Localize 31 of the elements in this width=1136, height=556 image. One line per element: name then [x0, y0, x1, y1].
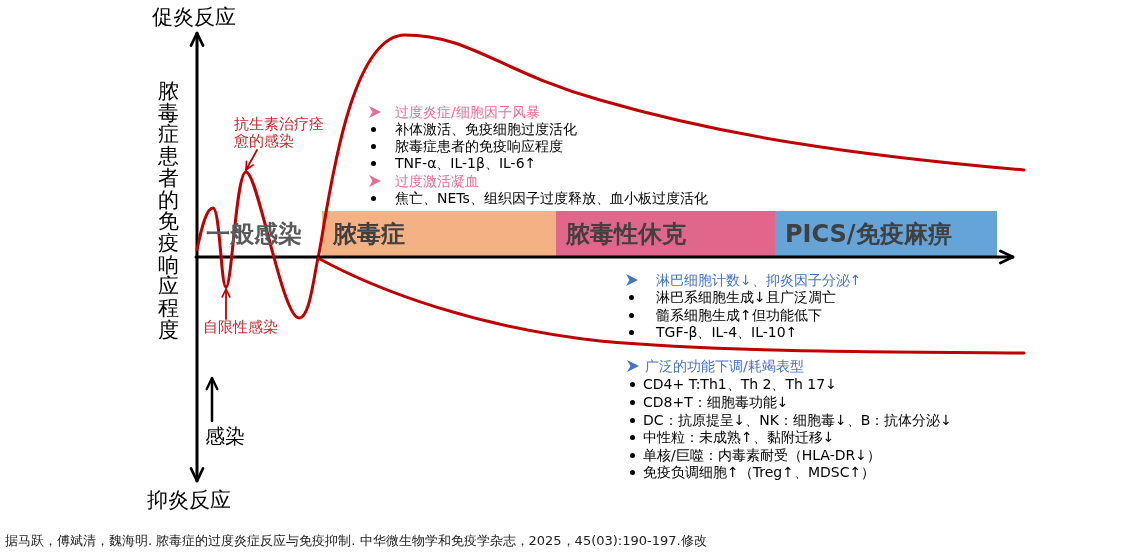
list-heading: 过度炎症/细胞因子风暴: [395, 103, 540, 121]
phase-label: 脓毒症: [333, 219, 405, 249]
list-item: 单核/巨噬：内毒素耐受（HLA-DR↓）: [643, 446, 881, 464]
axis-label: 促炎反应: [152, 5, 236, 30]
list-heading: 淋巴细胞计数↓、抑炎因子分泌↑: [656, 271, 862, 289]
arrow-label: 感染: [205, 425, 245, 448]
list-item: DC：抗原提呈↓、NK：细胞毒↓、B：抗体分泌↓: [643, 411, 952, 429]
list-item: CD8+T：细胞毒功能↓: [643, 393, 789, 411]
list-item: CD4+ T:Th1、Th 2、Th 17↓: [643, 375, 837, 393]
infection-curve: [195, 170, 320, 320]
annotation-text: 自限性感染: [203, 319, 278, 336]
phase-label: 脓毒性休克: [566, 219, 686, 249]
list-heading: 广泛的功能下调/耗竭表型: [645, 357, 804, 375]
phase-band: [322, 211, 556, 257]
annotation-text: 抗生素治疗痊愈的感染: [234, 116, 338, 150]
phase-band: [775, 211, 997, 257]
list-heading: 过度激活凝血: [395, 172, 479, 190]
list-item: 补体激活、免疫细胞过度活化: [395, 120, 577, 138]
list-item: 焦亡、NETs、组织因子过度释放、血小板过度活化: [395, 189, 708, 207]
leader-arrow: [221, 288, 231, 320]
caption-text: 据马跃，傅斌清，魏海明. 脓毒症的过度炎症反应与免疫抑制. 中华微生物学和免疫学杂志，2025，45(03):190-197.修改: [5, 532, 707, 549]
list-item: 淋巴系细胞生成↓且广泛凋亡: [656, 288, 836, 306]
list-item: 免疫负调细胞↑（Treg↑、MDSC↑）: [643, 463, 876, 481]
phase-label: PICS/免疫麻痹: [785, 219, 952, 249]
list-item: 髓系细胞生成↑但功能低下: [656, 306, 822, 324]
axis-label: 抑炎反应: [147, 488, 231, 513]
list-item: TGF-β、IL-4、IL-10↑: [656, 323, 798, 341]
phase-band: [556, 211, 775, 257]
list-item: 脓毒症患者的免疫响应程度: [395, 137, 563, 155]
list-item: 中性粒：未成熟↑、黏附迁移↓: [643, 428, 835, 446]
list-item: TNF-α、IL-1β、IL-6↑: [395, 154, 537, 172]
